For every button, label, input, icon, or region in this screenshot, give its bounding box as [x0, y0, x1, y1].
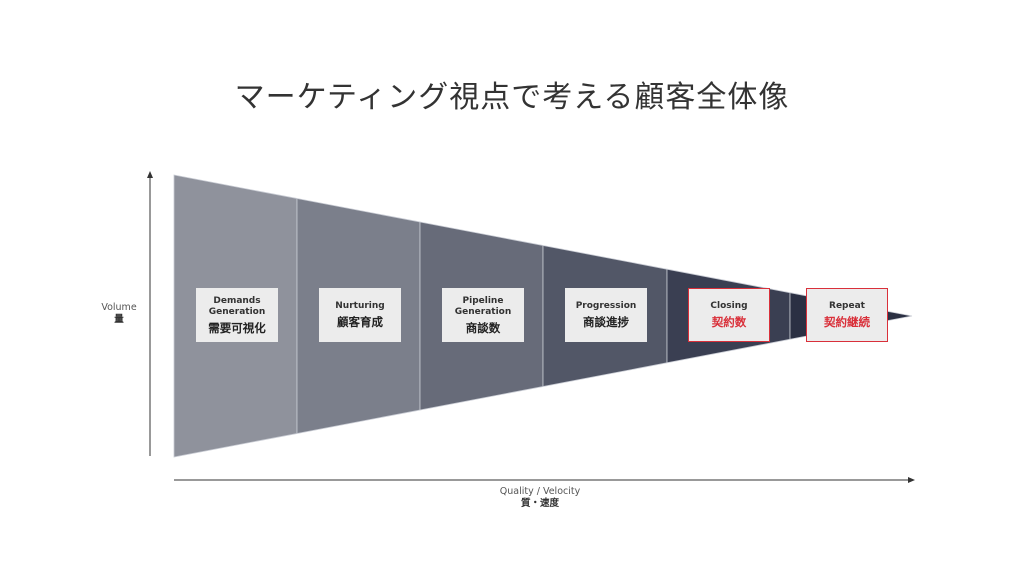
stage-label-en: Closing	[710, 301, 748, 311]
stage-label-ja: 契約継続	[824, 315, 870, 329]
stage-label-en: Pipeline Generation	[454, 295, 512, 317]
y-axis-label-ja: 量	[114, 314, 124, 325]
stage-label-en: Progression	[575, 301, 637, 311]
stage-label-2: Nurturing 顧客育成	[319, 288, 401, 342]
stage-label-en: Nurturing	[335, 301, 385, 311]
page-title: マーケティング視点で考える顧客全体像	[234, 80, 790, 115]
stage-label-3: Pipeline Generation 商談数	[442, 288, 524, 342]
stage-label-5: Closing 契約数	[688, 288, 770, 342]
y-axis-arrow	[147, 171, 153, 178]
stage-label-4: Progression 商談進捗	[565, 288, 647, 342]
axes	[147, 171, 915, 483]
stage-label-ja: 契約数	[711, 315, 747, 329]
y-axis-label-en: Volume	[101, 302, 137, 313]
stage-label-ja: 需要可視化	[208, 320, 266, 335]
x-axis-label: Quality / Velocity 質・速度	[450, 486, 630, 510]
funnel-segments	[173, 174, 913, 458]
stage-label-ja: 顧客育成	[337, 315, 383, 329]
stage-label-ja: 商談進捗	[583, 315, 629, 329]
stage-label-ja: 商談数	[465, 320, 501, 335]
x-axis-label-en: Quality / Velocity	[499, 486, 581, 497]
stage-label-1: Demands Generation 需要可視化	[196, 288, 278, 342]
y-axis-label: Volume 量	[94, 302, 144, 326]
stage-label-en: Repeat	[829, 301, 865, 311]
stage-label-6: Repeat 契約継続	[806, 288, 888, 342]
x-axis-arrow	[908, 477, 915, 483]
stage-label-en: Demands Generation	[208, 295, 266, 317]
x-axis-label-ja: 質・速度	[520, 498, 559, 509]
